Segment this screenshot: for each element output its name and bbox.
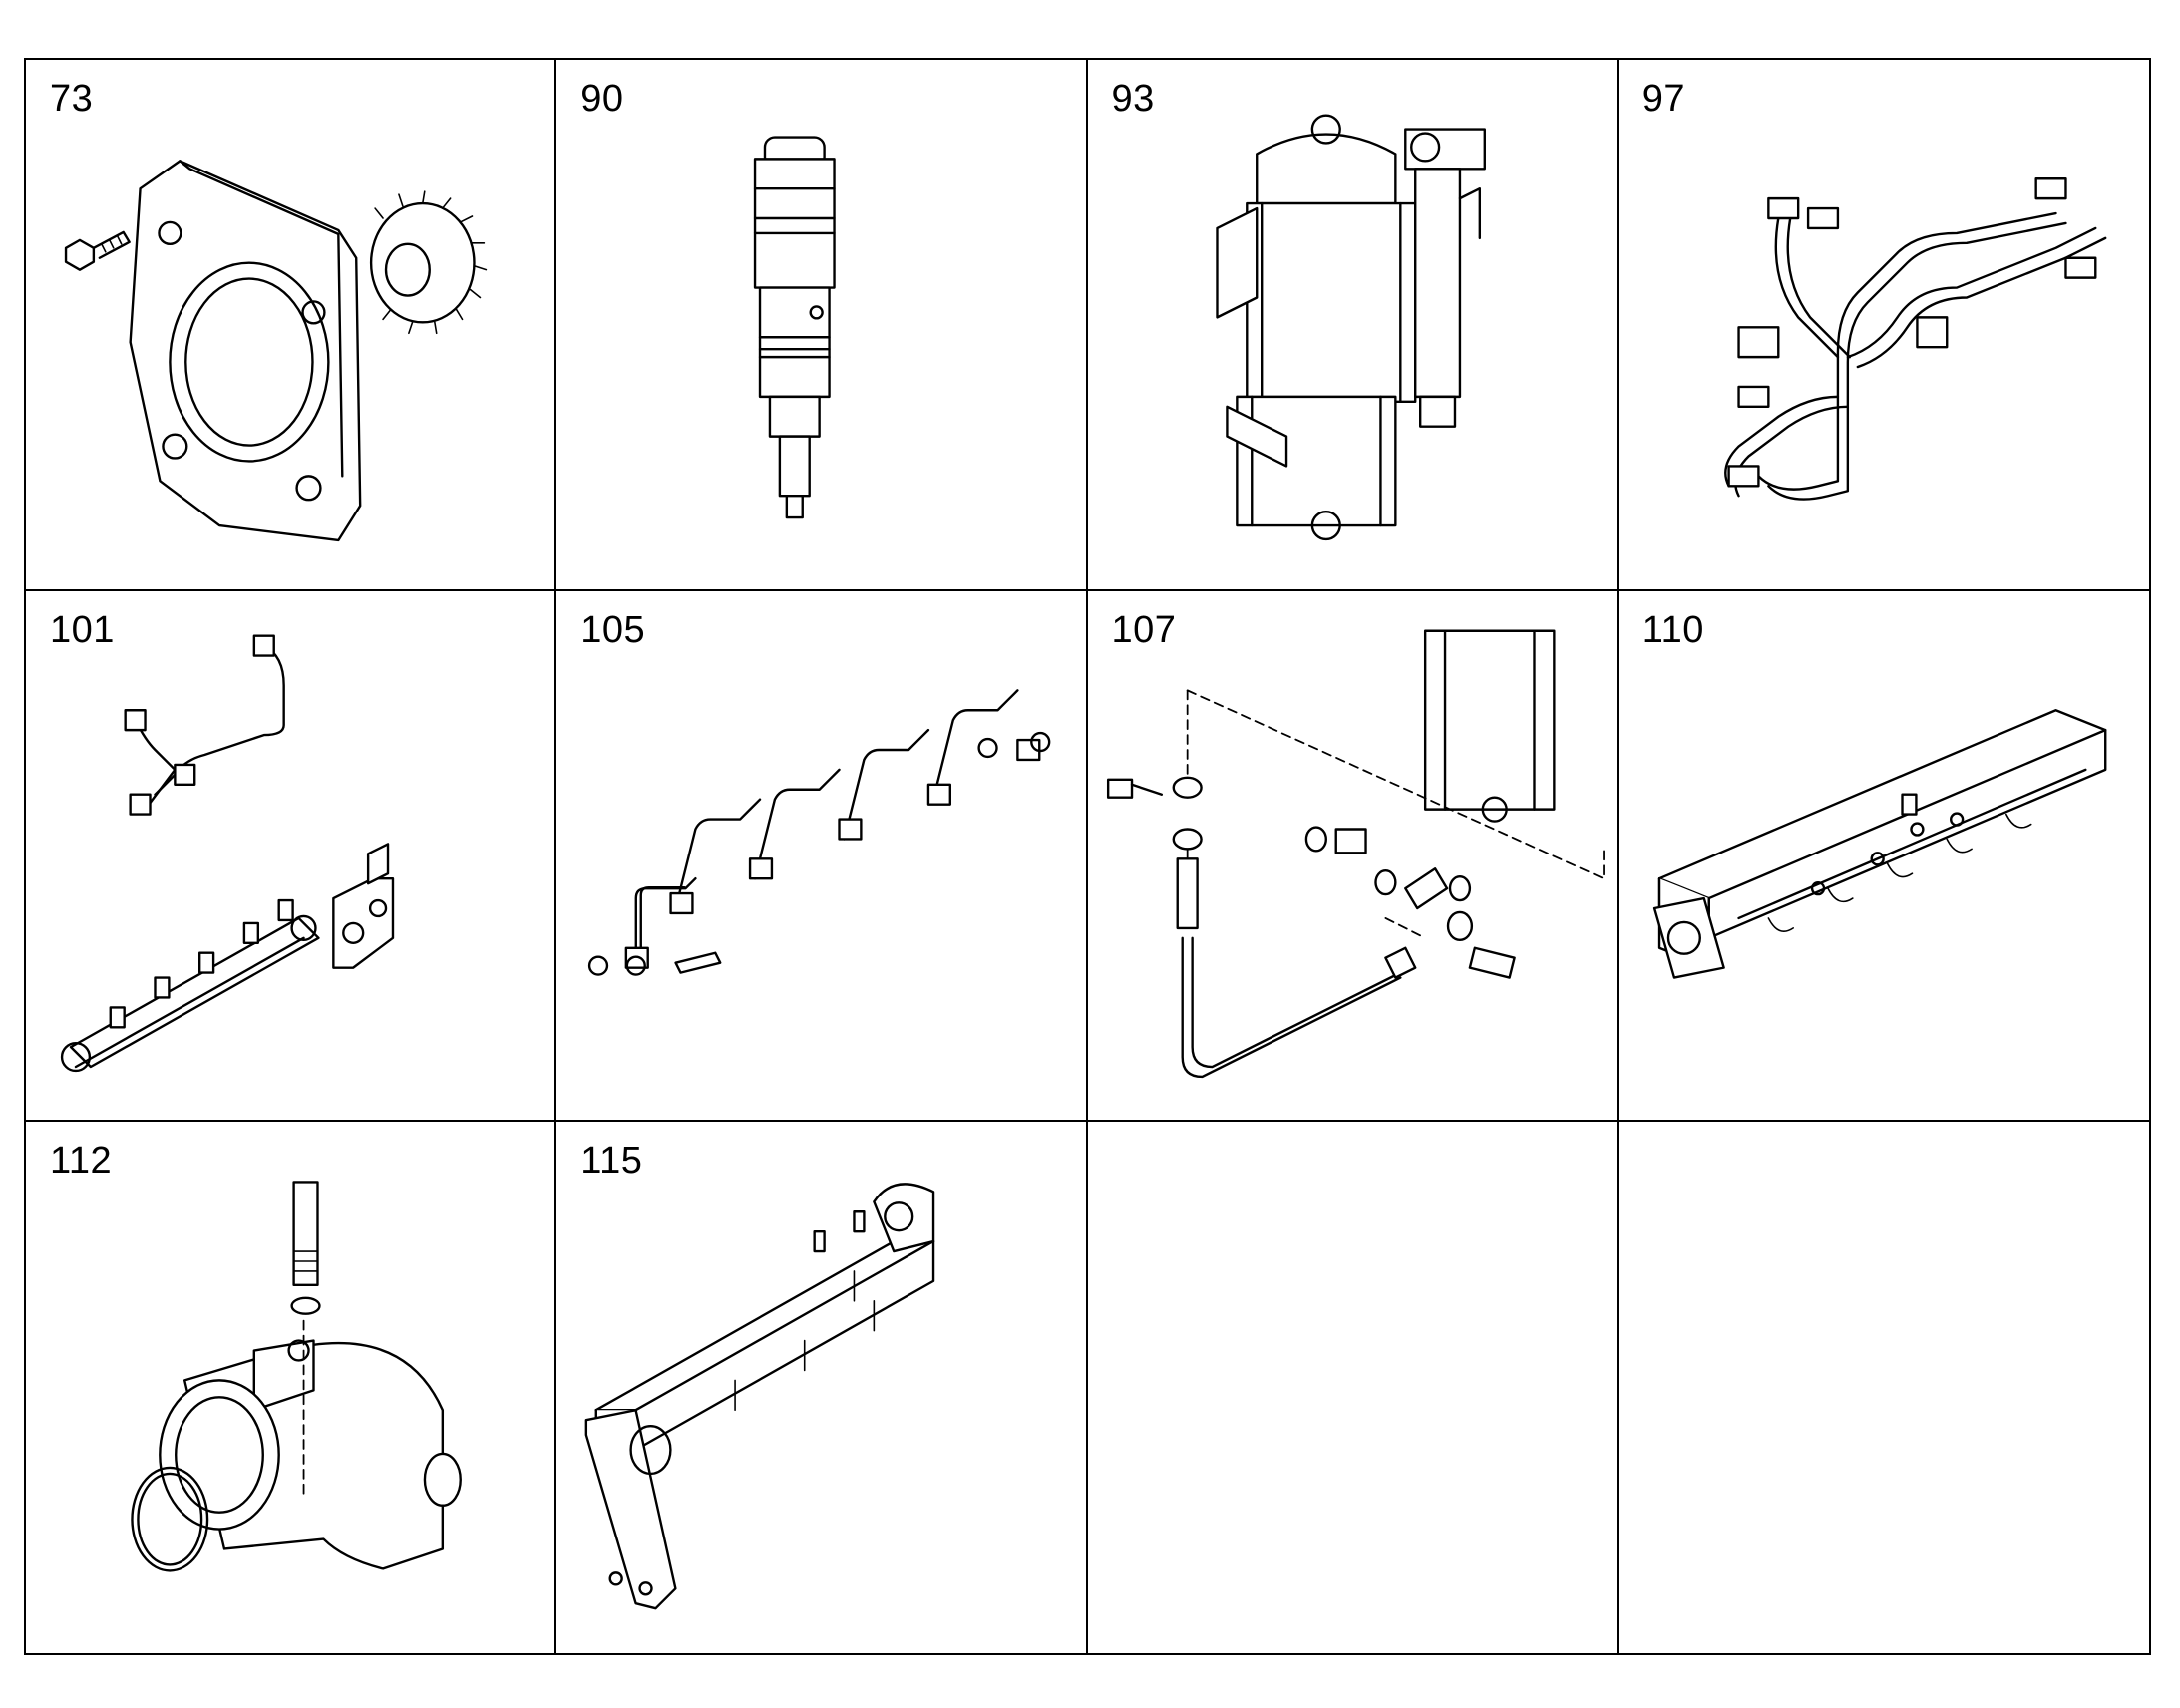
part-number: 93 xyxy=(1111,78,1155,120)
part-cell-93[interactable]: 93 xyxy=(1087,60,1619,591)
part-cell-110[interactable]: 110 xyxy=(1618,590,2149,1123)
part-cell-112[interactable]: 112 xyxy=(26,1122,557,1653)
injection-lines-icon xyxy=(588,688,1051,976)
part-cell-115[interactable]: 115 xyxy=(556,1122,1088,1653)
part-number: 105 xyxy=(580,608,646,651)
part-number: 101 xyxy=(50,608,115,651)
part-cell-101[interactable]: 101 xyxy=(26,590,557,1123)
part-number: 107 xyxy=(1111,608,1177,651)
fuel-filter-housing-icon xyxy=(1215,114,1486,541)
part-cell-97[interactable]: 97 xyxy=(1618,60,2149,591)
part-number: 90 xyxy=(580,78,624,120)
parts-grid: 73 90 xyxy=(24,58,2151,1655)
part-number: 115 xyxy=(580,1140,643,1183)
fuel-line-fittings-icon xyxy=(1106,629,1605,1078)
fuel-injector-icon xyxy=(754,136,836,519)
intake-manifold-icon xyxy=(1652,708,2107,979)
part-cell-107[interactable]: 107 xyxy=(1087,590,1619,1123)
timing-gear-housing-icon xyxy=(64,160,488,542)
part-number: 73 xyxy=(50,78,94,120)
fuel-pipes-icon xyxy=(1723,177,2107,501)
part-cell-105[interactable]: 105 xyxy=(556,590,1088,1123)
part-number: 97 xyxy=(1641,78,1686,120)
part-number: 112 xyxy=(50,1140,113,1183)
empty-cell xyxy=(1618,1122,2149,1653)
exhaust-manifold-icon xyxy=(584,1183,935,1610)
common-rail-icon xyxy=(60,634,395,1072)
part-cell-90[interactable]: 90 xyxy=(556,60,1088,591)
elbow-housing-icon xyxy=(131,1181,462,1572)
part-cell-73[interactable]: 73 xyxy=(26,60,557,591)
part-number: 110 xyxy=(1641,608,1704,651)
empty-cell xyxy=(1087,1122,1619,1653)
